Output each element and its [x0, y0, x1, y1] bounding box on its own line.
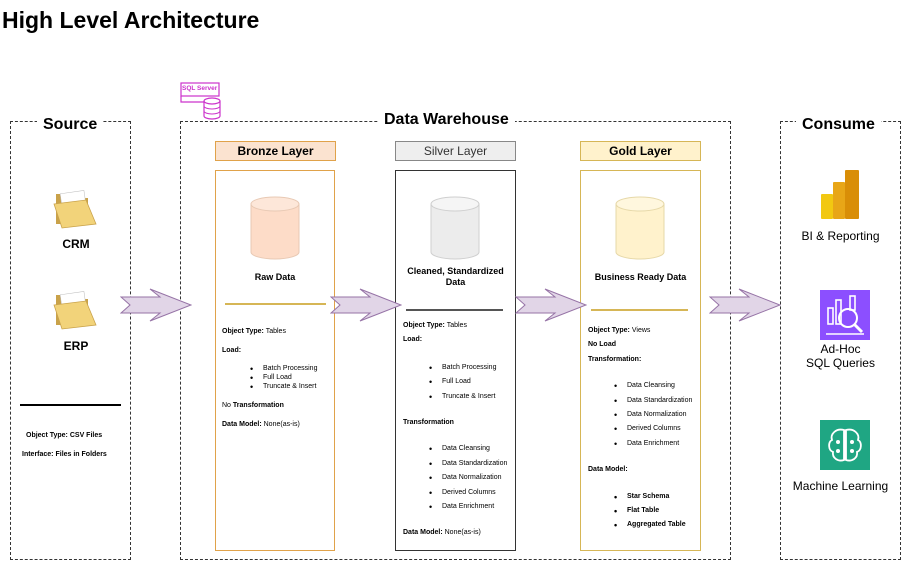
- gold-db-label: Business Ready Data: [594, 272, 687, 282]
- source-item-erp: ERP: [63, 339, 89, 353]
- source-title: Source: [37, 116, 104, 134]
- flow-arrow-gold-consume: [709, 288, 781, 322]
- warehouse-title: Data Warehouse: [378, 111, 515, 129]
- gold-transformation-item: Data Standardization: [614, 396, 692, 406]
- silver-load-item: Batch Processing: [429, 363, 497, 373]
- bronze-load-item: Batch Processing: [250, 364, 318, 374]
- database-icon: [250, 196, 300, 260]
- consume-item-machine-learning: Machine Learning: [792, 479, 889, 493]
- gold-no-load: No Load: [588, 341, 616, 348]
- brain-icon: [820, 420, 870, 470]
- bronze-object-type: Object Type: Tables: [222, 328, 286, 335]
- gold-transformation-label: Transformation:: [588, 356, 642, 363]
- source-item-crm: CRM: [62, 237, 90, 251]
- gold-model-item: Aggregated Table: [614, 520, 686, 530]
- gold-transformation-item: Derived Columns: [614, 424, 681, 434]
- gold-divider: [591, 309, 688, 311]
- gold-transformation-item: Data Enrichment: [614, 439, 679, 449]
- silver-load-label: Load:: [403, 336, 423, 343]
- gold-data-model-label: Data Model:: [588, 466, 628, 473]
- bronze-load-item: Full Load: [250, 373, 292, 383]
- flow-arrow-silver-gold: [515, 288, 587, 322]
- gold-header: Gold Layer: [580, 141, 701, 161]
- silver-load-item: Full Load: [429, 377, 471, 387]
- database-icon: [430, 196, 480, 260]
- bar-chart-icon: [821, 170, 859, 219]
- source-divider: [20, 404, 121, 406]
- flow-arrow-source-bronze: [120, 288, 192, 322]
- page-title: High Level Architecture: [2, 7, 260, 33]
- silver-transformation-item: Data Normalization: [429, 473, 501, 483]
- silver-divider: [406, 309, 503, 311]
- silver-transformation-item: Data Standardization: [429, 459, 507, 469]
- sql-server-label: SQL Server: [182, 85, 218, 92]
- silver-header: Silver Layer: [395, 141, 516, 161]
- gold-transformation-item: Data Cleansing: [614, 381, 675, 391]
- consume-item-adhoc-sql: Ad-Hoc SQL Queries: [806, 342, 875, 370]
- bronze-load-label: Load:: [222, 347, 242, 354]
- database-icon: [615, 196, 665, 260]
- bronze-header: Bronze Layer: [215, 141, 336, 161]
- bronze-data-model: Data Model: None(as-is): [222, 421, 300, 428]
- gold-transformation-item: Data Normalization: [614, 410, 686, 420]
- silver-data-model: Data Model: None(as-is): [403, 529, 481, 536]
- silver-transformation-label: Transformation: [403, 419, 454, 426]
- silver-transformation-item: Derived Columns: [429, 488, 496, 498]
- source-interface: Interface: Files in Folders: [22, 451, 107, 458]
- source-object-type: Object Type: CSV Files: [26, 432, 103, 439]
- folder-icon: [53, 190, 97, 229]
- bronze-no-transformation: No Transformation: [222, 402, 284, 409]
- query-icon: [820, 290, 870, 340]
- gold-model-item: Star Schema: [614, 492, 670, 502]
- sql-server-icon: [180, 82, 221, 120]
- flow-arrow-bronze-silver: [330, 288, 402, 322]
- silver-object-type: Object Type: Tables: [403, 322, 467, 329]
- consume-title: Consume: [796, 116, 881, 134]
- consume-item-bi-reporting: BI & Reporting: [801, 229, 880, 243]
- bronze-load-item: Truncate & Insert: [250, 382, 317, 392]
- silver-transformation-item: Data Cleansing: [429, 444, 490, 454]
- gold-object-type: Object Type: Views: [588, 327, 651, 334]
- silver-transformation-item: Data Enrichment: [429, 502, 494, 512]
- bronze-db-label: Raw Data: [254, 272, 296, 282]
- gold-model-item: Flat Table: [614, 506, 659, 516]
- folder-icon: [53, 291, 97, 330]
- bronze-divider: [225, 303, 326, 305]
- silver-db-label: Cleaned, Standardized Data: [407, 266, 504, 287]
- silver-load-item: Truncate & Insert: [429, 392, 496, 402]
